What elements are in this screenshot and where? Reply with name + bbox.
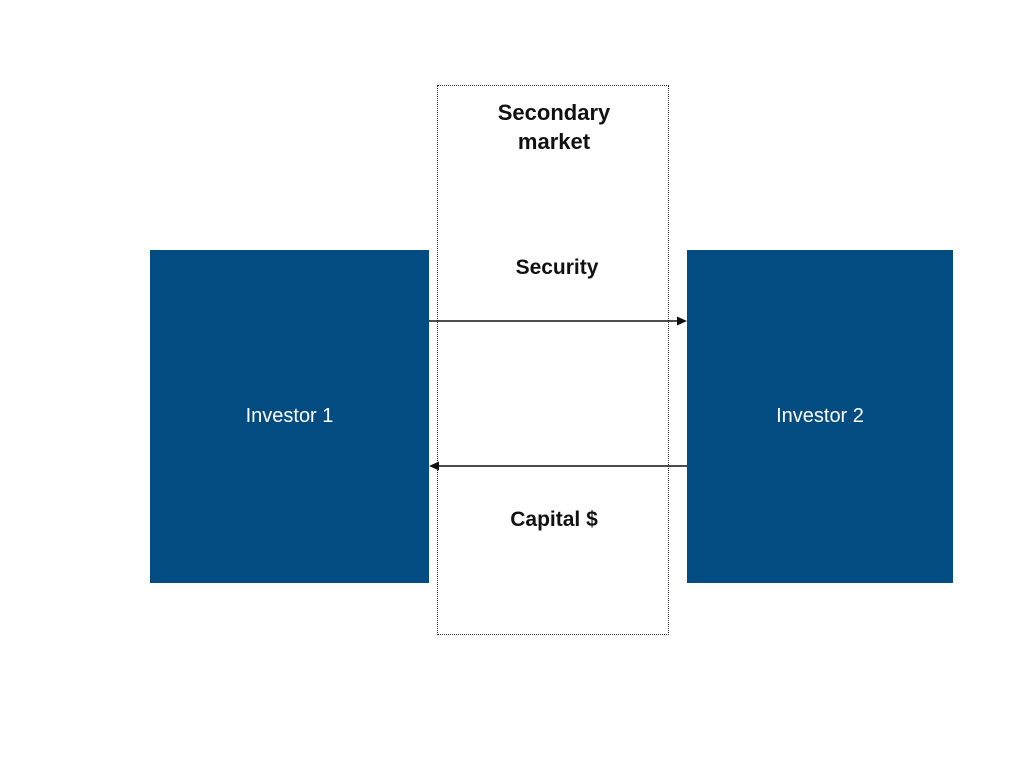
investor-2-box: Investor 2	[687, 250, 953, 583]
secondary-market-box	[437, 85, 669, 635]
secondary-market-title: Secondary market	[437, 98, 671, 156]
secondary-market-title-line2: market	[517, 129, 591, 154]
investor-1-box: Investor 1	[150, 250, 429, 583]
security-label: Security	[515, 256, 599, 279]
security-arrowhead	[677, 316, 687, 326]
secondary-market-title-line1: Secondary	[497, 100, 611, 125]
capital-label: Capital $	[510, 508, 598, 531]
investor-1-label: Investor 1	[245, 405, 334, 427]
investor-2-label: Investor 2	[776, 405, 864, 427]
